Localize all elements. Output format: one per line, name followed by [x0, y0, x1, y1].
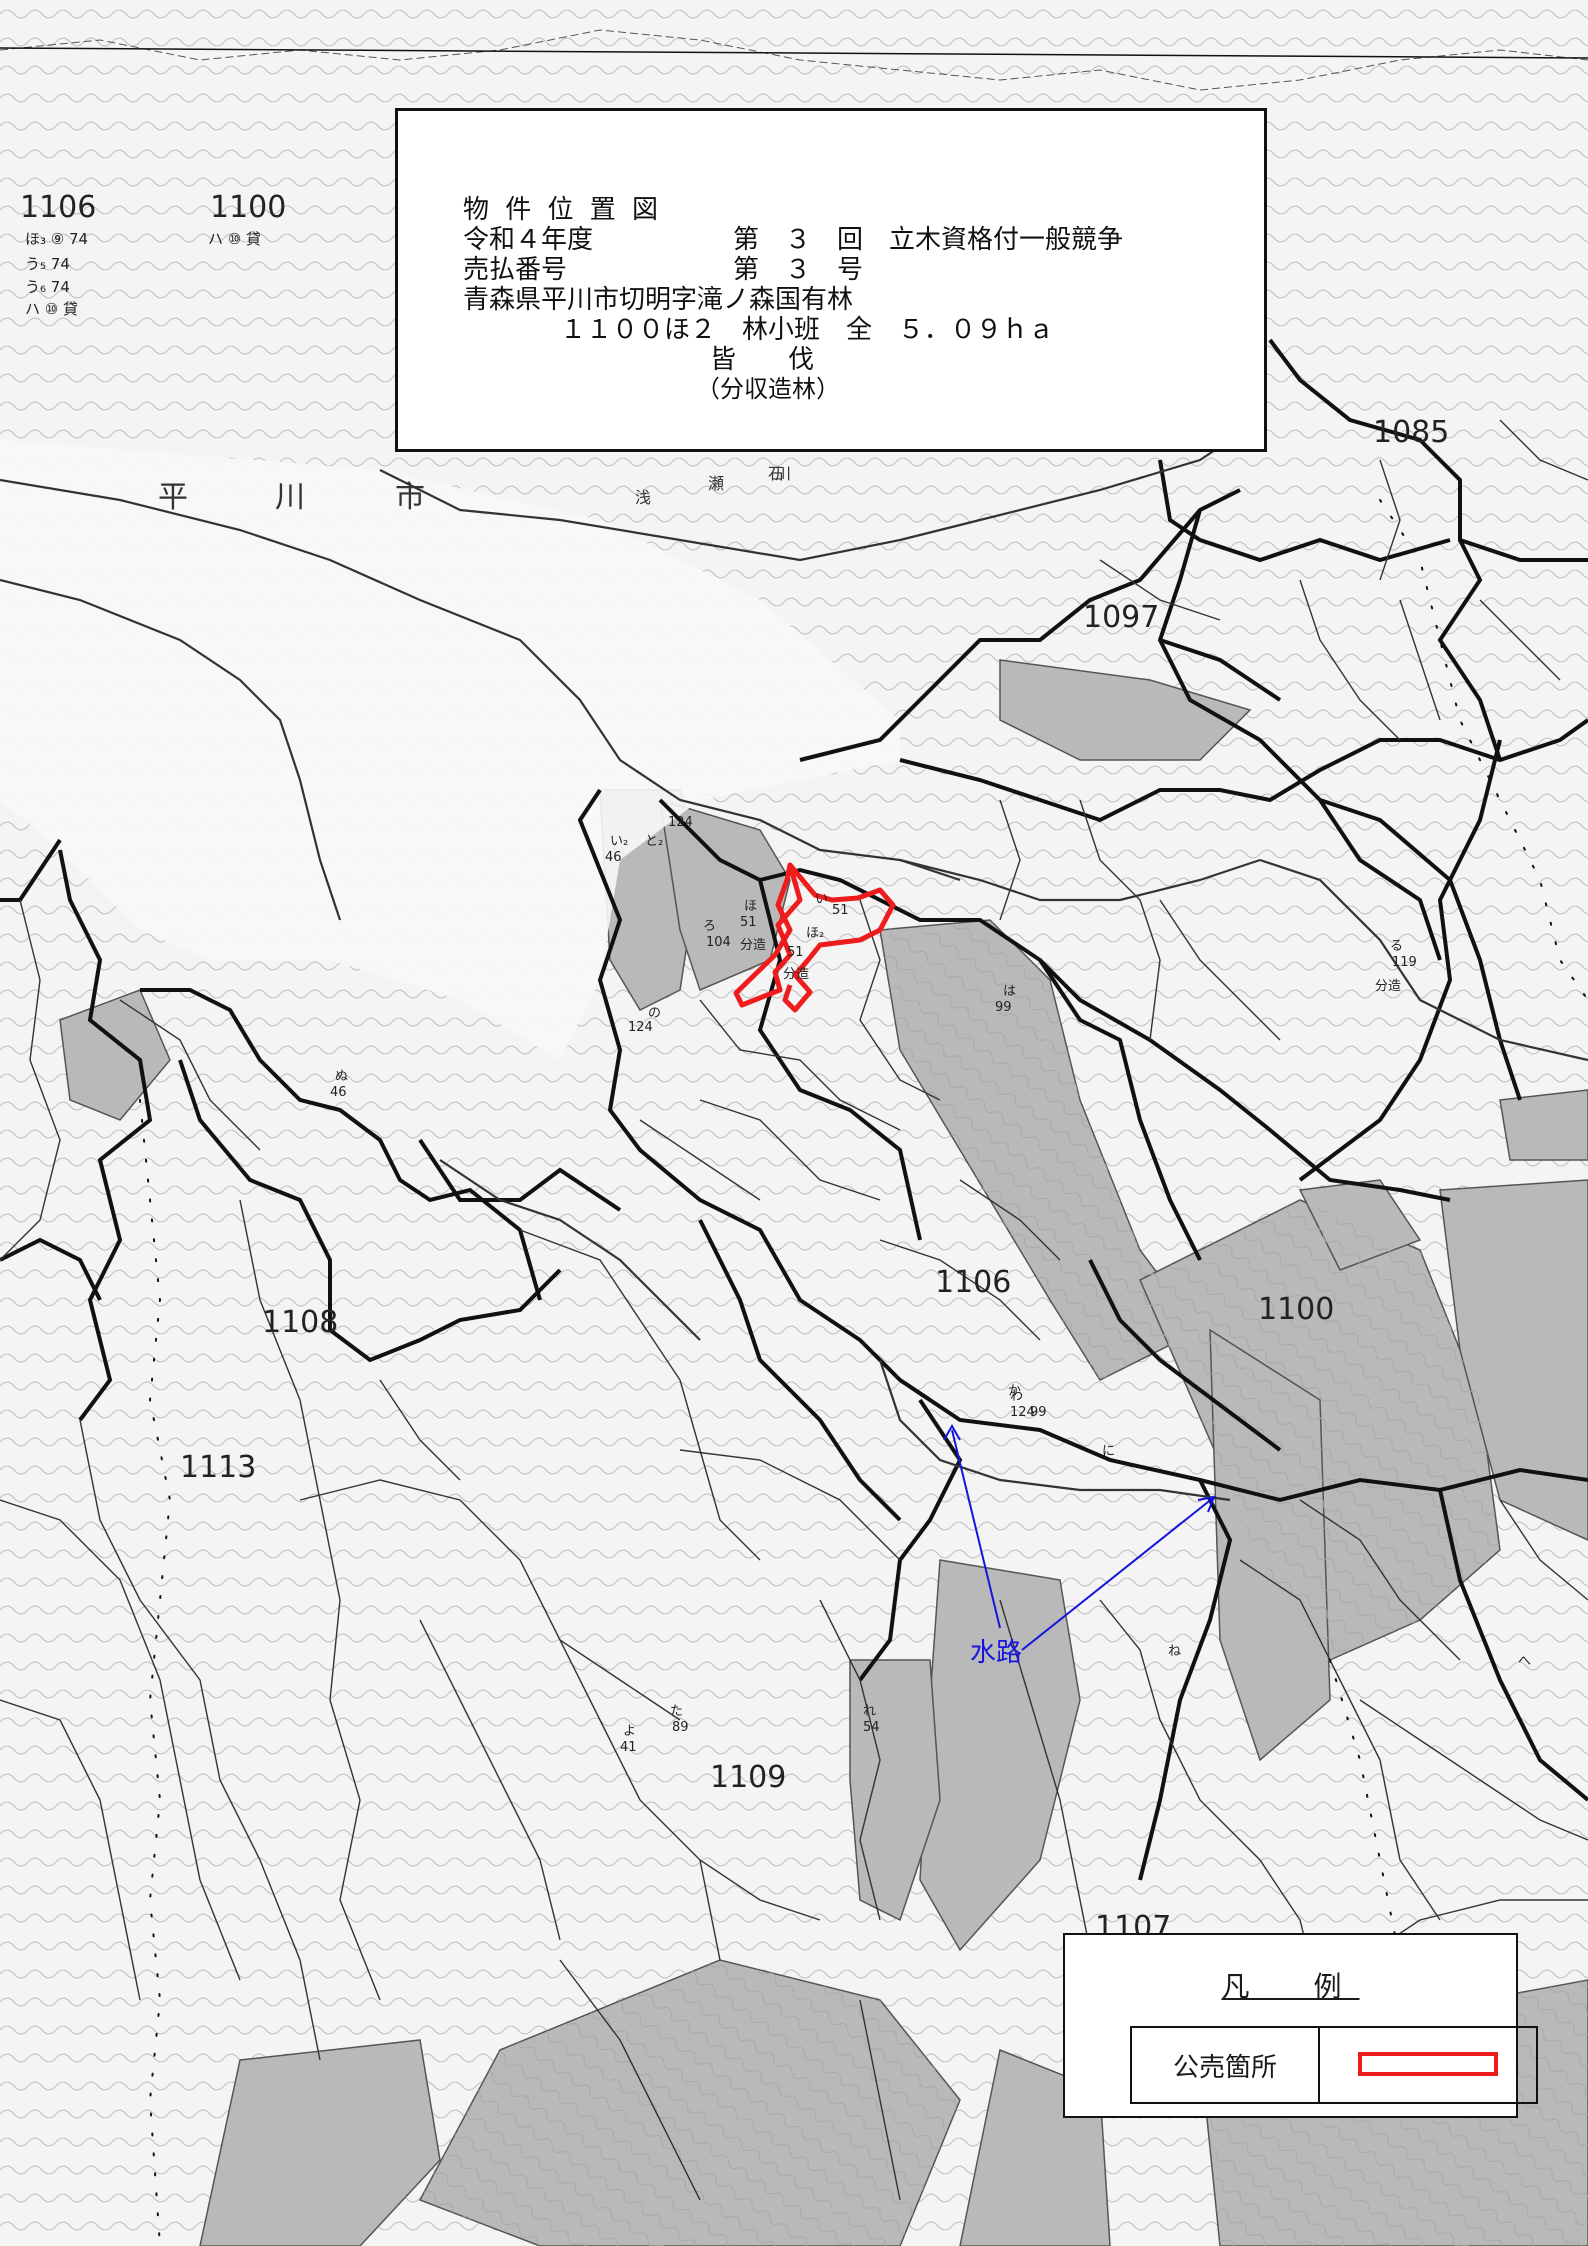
stand-label: ハ ⑩ 貸 — [25, 300, 78, 318]
stand-label: た — [670, 1704, 684, 1719]
stand-label: 104 — [706, 935, 731, 950]
title-location: 青森県平川市切明字滝ノ森国有林 — [463, 285, 854, 315]
stand-label: 分造 — [740, 938, 767, 953]
legend-swatch-red-outline — [1358, 2052, 1498, 2076]
legend-title: 凡 例 — [1221, 1970, 1360, 2003]
stand-label: の — [648, 1006, 662, 1021]
roads — [0, 419, 1588, 1502]
stand-boundaries — [0, 419, 1588, 2201]
compartment-label: 1109 — [710, 1760, 787, 1795]
stand-label: か — [1008, 1384, 1022, 1399]
compartment-label: 1108 — [262, 1305, 339, 1340]
stand-label: 51 — [740, 915, 757, 930]
stand-label: 46 — [330, 1085, 347, 1100]
stand-label: れ — [863, 1704, 877, 1719]
stand-label: ぬ — [335, 1069, 349, 1084]
title-fiscal-year: 令和４年度 — [463, 225, 594, 255]
city-label-char: 平 — [158, 480, 190, 515]
stand-label: ね — [1168, 1644, 1182, 1659]
river-label-char: 瀬 — [708, 474, 725, 493]
title-sale-number-label: 売払番号 — [463, 255, 568, 285]
compartment-label: 1100 — [1258, 1292, 1335, 1327]
prefecture-boundary — [0, 29, 1588, 91]
legend-item-swatch-cell — [1318, 2026, 1538, 2104]
title-box: 物 件 位 置 図 令和４年度 第 ３ 回 立木資格付一般競争 売払番号 第 ３… — [395, 108, 1267, 452]
stand-label: 99 — [995, 1000, 1012, 1015]
title-stand-area: １１００ほ２ 林小班 全 ５．０９ｈａ — [560, 315, 1055, 345]
compartment-label: 1085 — [1373, 415, 1450, 450]
target-stand-label: 51 — [787, 945, 804, 960]
stand-label: 124 — [668, 815, 693, 830]
target-stand-label: 分造 — [783, 967, 810, 982]
title-contract-type: （分収造林） — [696, 375, 840, 403]
compartment-label: 1106 — [20, 190, 97, 225]
stand-label: う₆ 74 — [25, 278, 70, 296]
legend: 凡 例 公売箇所 — [1063, 1933, 1538, 2118]
stand-label: 124 — [1010, 1405, 1035, 1420]
stand-label: よ — [623, 1724, 637, 1739]
stand-label: 41 — [620, 1740, 637, 1755]
stand-label: い₂ — [610, 834, 629, 849]
stand-label: は — [1003, 984, 1017, 999]
stand-label: ハ ⑩ 貸 — [208, 230, 261, 248]
stand-label: ほ — [744, 899, 758, 914]
stand-label: ほ₃ ⑨ 74 — [25, 230, 89, 248]
compartment-boundaries — [0, 338, 1588, 1881]
river-label-char: 川 — [775, 464, 792, 483]
stand-label: 89 — [672, 1720, 689, 1735]
stand-label: 分造 — [1375, 979, 1402, 994]
title-heading: 物 件 位 置 図 — [463, 195, 663, 225]
title-harvest-type: 皆 伐 — [710, 345, 815, 375]
stand-label: 54 — [863, 1720, 880, 1735]
city-label-char: 川 — [275, 480, 307, 515]
stand-label: へ — [1518, 1654, 1532, 1669]
stand-label: わ — [1010, 1389, 1024, 1404]
stand-label: 119 — [1392, 955, 1417, 970]
target-stand-label: い — [815, 892, 829, 907]
target-stand-label: ほ₂ — [806, 926, 825, 941]
legend-item-label: 公売箇所 — [1130, 2026, 1320, 2104]
title-auction-round: 第 ３ 回 立木資格付一般競争 — [733, 225, 1124, 255]
sale-site-outline — [733, 862, 896, 1013]
stand-label: 99 — [1030, 1405, 1047, 1420]
title-sale-number: 第 ３ 号 — [733, 255, 864, 285]
compartment-label: 1106 — [935, 1265, 1012, 1300]
stand-label: に — [1102, 1444, 1116, 1459]
stand-label: 46 — [605, 850, 622, 865]
boundary-ticks — [0, 47, 1588, 59]
stand-label: ろ — [703, 919, 717, 934]
compartment-label: 1100 — [210, 190, 287, 225]
river-label-char: 石 — [768, 464, 785, 483]
waterway-arrows — [943, 1423, 1216, 1651]
stand-label: と₂ — [645, 834, 664, 849]
city-label-char: 市 — [395, 480, 427, 515]
stand-label: う₅ 74 — [25, 255, 70, 273]
target-stand-label: 51 — [832, 903, 849, 918]
stand-label: る — [1390, 939, 1404, 954]
compartment-label: 1097 — [1083, 600, 1160, 635]
river-label-char: 浅 — [635, 488, 652, 507]
waterway-label: 水路 — [970, 1638, 1023, 1668]
compartment-label: 1113 — [180, 1450, 257, 1485]
stand-label: 124 — [628, 1020, 653, 1035]
